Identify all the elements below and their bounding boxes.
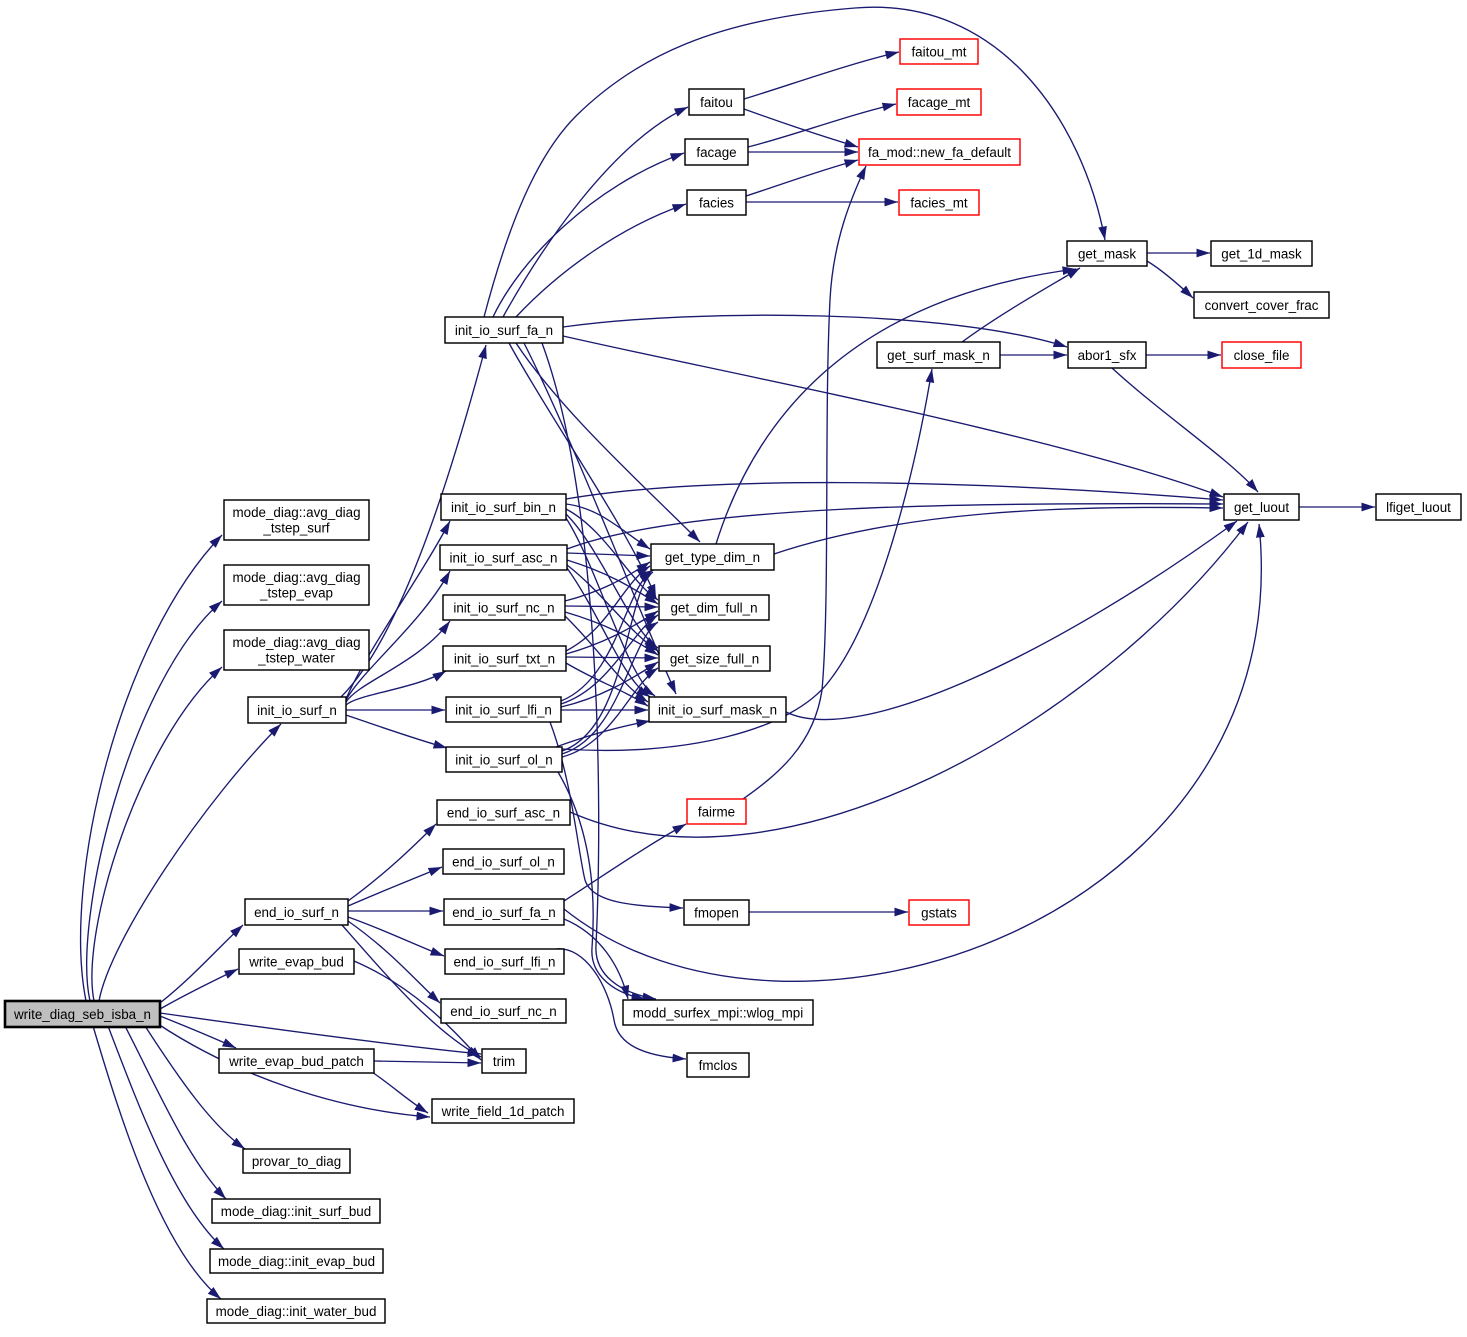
svg-text:get_surf_mask_n: get_surf_mask_n [887,348,990,363]
svg-text:convert_cover_frac: convert_cover_frac [1205,298,1319,313]
svg-text:write_field_1d_patch: write_field_1d_patch [441,1104,565,1119]
svg-text:end_io_surf_lfi_n: end_io_surf_lfi_n [454,954,556,969]
svg-text:mode_diag::init_evap_bud: mode_diag::init_evap_bud [218,1254,375,1269]
svg-text:get_mask: get_mask [1078,246,1136,261]
svg-text:init_io_surf_fa_n: init_io_surf_fa_n [455,323,553,338]
svg-text:provar_to_diag: provar_to_diag [252,1154,341,1169]
svg-text:_tstep_surf: _tstep_surf [262,521,330,536]
svg-text:modd_surfex_mpi::wlog_mpi: modd_surfex_mpi::wlog_mpi [633,1005,803,1020]
svg-text:init_io_surf_asc_n: init_io_surf_asc_n [450,550,558,565]
svg-text:_tstep_water: _tstep_water [257,651,335,666]
svg-text:_tstep_evap: _tstep_evap [259,586,333,601]
svg-text:init_io_surf_bin_n: init_io_surf_bin_n [451,500,556,515]
svg-text:get_luout: get_luout [1234,500,1289,515]
svg-text:init_io_surf_txt_n: init_io_surf_txt_n [454,651,555,666]
svg-text:get_dim_full_n: get_dim_full_n [670,600,757,615]
svg-text:write_evap_bud: write_evap_bud [248,954,344,969]
svg-text:init_io_surf_n: init_io_surf_n [257,703,337,718]
svg-text:get_size_full_n: get_size_full_n [670,651,759,666]
svg-text:write_evap_bud_patch: write_evap_bud_patch [228,1054,364,1069]
svg-text:init_io_surf_ol_n: init_io_surf_ol_n [455,752,553,767]
svg-text:fa_mod::new_fa_default: fa_mod::new_fa_default [868,145,1011,160]
svg-text:faitou: faitou [700,95,733,110]
svg-text:close_file: close_file [1234,348,1290,363]
svg-text:end_io_surf_asc_n: end_io_surf_asc_n [447,805,560,820]
svg-text:mode_diag::init_water_bud: mode_diag::init_water_bud [216,1304,377,1319]
svg-text:mode_diag::init_surf_bud: mode_diag::init_surf_bud [221,1204,371,1219]
svg-text:end_io_surf_fa_n: end_io_surf_fa_n [452,905,556,920]
svg-text:abor1_sfx: abor1_sfx [1078,348,1137,363]
svg-text:gstats: gstats [921,905,957,920]
svg-text:facies: facies [699,195,734,210]
svg-text:facage: facage [696,145,736,160]
svg-text:fairme: fairme [698,804,735,819]
svg-text:init_io_surf_lfi_n: init_io_surf_lfi_n [455,702,552,717]
svg-text:faitou_mt: faitou_mt [911,44,966,59]
svg-text:facies_mt: facies_mt [910,195,968,210]
svg-text:lfiget_luout: lfiget_luout [1386,500,1451,515]
svg-text:get_1d_mask: get_1d_mask [1221,246,1302,261]
svg-text:write_diag_seb_isba_n: write_diag_seb_isba_n [13,1007,151,1022]
svg-text:mode_diag::avg_diag: mode_diag::avg_diag [232,570,360,585]
svg-text:end_io_surf_nc_n: end_io_surf_nc_n [450,1004,556,1019]
svg-text:trim: trim [493,1054,515,1069]
svg-text:end_io_surf_ol_n: end_io_surf_ol_n [452,854,555,869]
svg-text:facage_mt: facage_mt [908,95,971,110]
svg-text:mode_diag::avg_diag: mode_diag::avg_diag [232,635,360,650]
svg-text:fmclos: fmclos [699,1058,738,1073]
svg-text:end_io_surf_n: end_io_surf_n [254,905,339,920]
svg-text:init_io_surf_nc_n: init_io_surf_nc_n [453,600,554,615]
svg-text:init_io_surf_mask_n: init_io_surf_mask_n [658,702,777,717]
svg-text:get_type_dim_n: get_type_dim_n [665,550,760,565]
svg-text:fmopen: fmopen [694,905,739,920]
svg-text:mode_diag::avg_diag: mode_diag::avg_diag [232,505,360,520]
